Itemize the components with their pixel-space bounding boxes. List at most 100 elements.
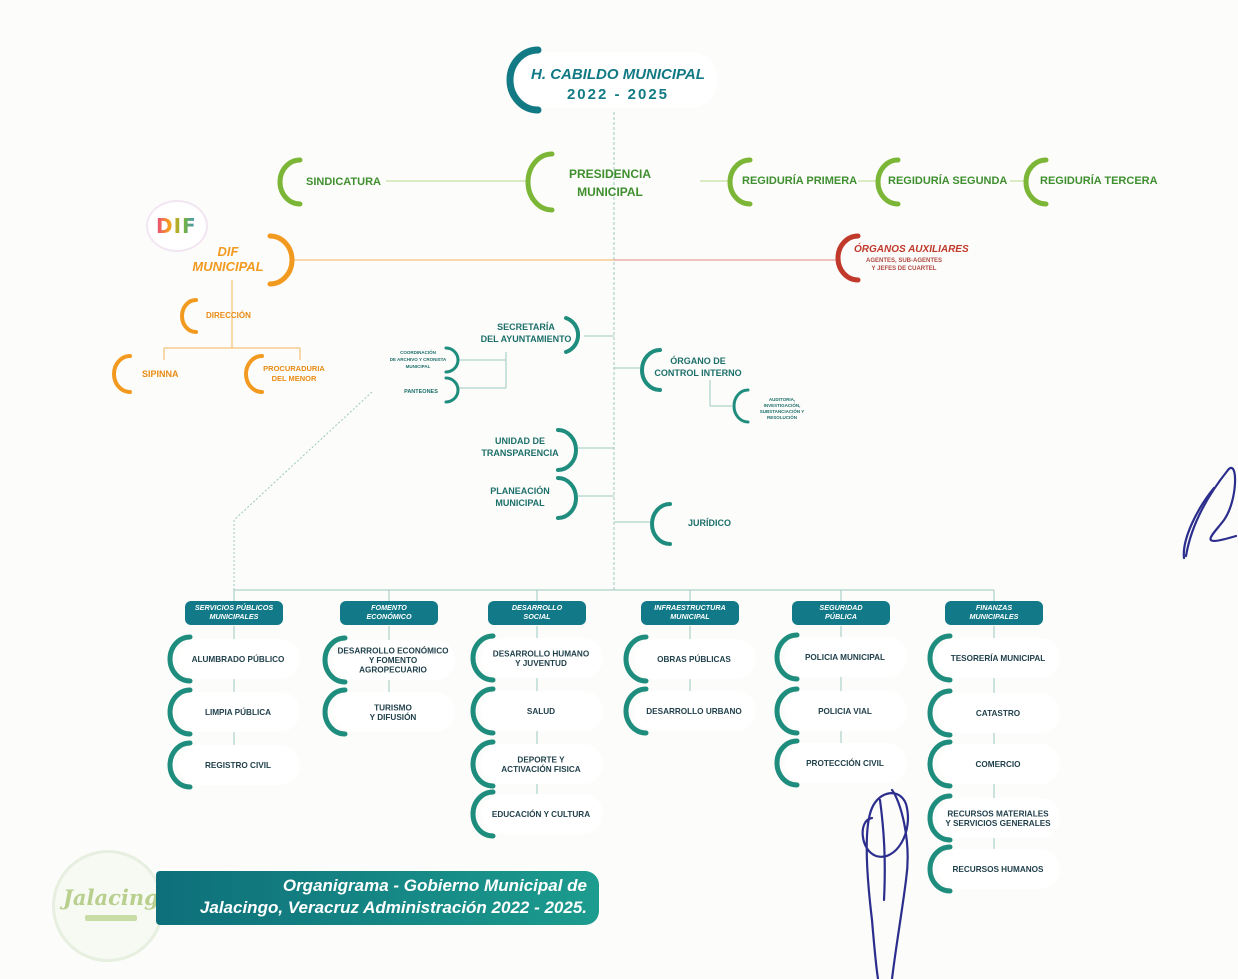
department-item-arc: [774, 632, 800, 682]
department-item-arc: [167, 634, 193, 684]
department-header-bg: [185, 601, 283, 625]
department-item-bg: [481, 744, 603, 784]
node-control-interno: ÓRGANO DE CONTROL INTERNO: [640, 348, 742, 392]
department-item-bg: [178, 692, 300, 732]
node-organos-auxiliares: ÓRGANOS AUXILIARES AGENTES, SUB-AGENTES …: [835, 233, 969, 283]
department-item-arc: [470, 739, 496, 789]
department-header-label: PÚBLICA: [825, 612, 857, 621]
planeacion-line1: PLANEACIÓN: [490, 485, 550, 496]
department-item: TESORERÍA MUNICIPAL: [927, 633, 1060, 683]
transparencia-line1: UNIDAD DE: [495, 436, 545, 446]
department-item-bg: [785, 637, 907, 677]
department-item-arc: [322, 635, 348, 685]
panteones-label: PANTEONES: [404, 389, 438, 395]
cabildo-title: H. CABILDO MUNICIPAL: [531, 66, 705, 83]
node-regiduria-1: REGIDURÍA PRIMERA: [727, 157, 857, 207]
procuraduria-line2: DEL MENOR: [272, 374, 317, 383]
department-item: COMERCIO: [927, 739, 1060, 789]
department-item-bg: [333, 692, 455, 732]
node-juridico: JURÍDICO: [650, 502, 731, 546]
department-item-bg: [178, 745, 300, 785]
department-header-label: INFRAESTRUCTURA: [654, 603, 725, 612]
department-item-bg: [481, 691, 603, 731]
department-item-arc: [470, 686, 496, 736]
department-item-bg: [481, 794, 603, 834]
dif-logo-text: DIF: [156, 214, 197, 238]
transparencia-line2: TRANSPARENCIA: [481, 448, 559, 458]
department-item-bg: [634, 639, 756, 679]
secretaria-line2: DEL AYUNTAMIENTO: [481, 334, 572, 344]
department-item-label: SALUD: [527, 707, 555, 716]
department-item-arc: [167, 687, 193, 737]
department-item-bg: [481, 638, 603, 678]
department-item-arc: [927, 688, 953, 738]
department-item: ALUMBRADO PÚBLICO: [167, 634, 300, 684]
department-item-arc: [470, 633, 496, 683]
secretaria-line1: SECRETARÍA: [497, 322, 555, 332]
auditoria-line2: INVESTIGACIÓN,: [764, 401, 801, 408]
department-item-label: DESARROLLO HUMANO: [493, 649, 590, 658]
department-item-arc: [623, 634, 649, 684]
department-item-bg: [938, 744, 1060, 784]
node-planeacion: PLANEACIÓN MUNICIPAL: [490, 476, 578, 520]
regiduria-1-label: REGIDURÍA PRIMERA: [742, 174, 857, 187]
department-header-bg: [945, 601, 1043, 625]
node-regiduria-3: REGIDURÍA TERCERA: [1023, 157, 1158, 207]
department-item: EDUCACIÓN Y CULTURA: [470, 789, 603, 839]
department-header-label: MUNICIPALES: [970, 612, 1019, 621]
department-item-arc: [322, 687, 348, 737]
node-sipinna: SIPINNA: [112, 354, 179, 394]
auditoria-line1: AUDITORIA,: [769, 397, 795, 402]
node-secretaria: SECRETARÍA DEL AYUNTAMIENTO: [481, 316, 581, 354]
department-item-label: RECURSOS HUMANOS: [953, 865, 1045, 874]
department-item: POLICIA MUNICIPAL: [774, 632, 907, 682]
department-item: REGISTRO CIVIL: [167, 740, 300, 790]
department-item-bg: [178, 639, 300, 679]
presidencia-line1: PRESIDENCIA: [569, 167, 651, 181]
department-header-bg: [340, 601, 438, 625]
department-item-label: OBRAS PÚBLICAS: [657, 653, 731, 664]
coordinacion-line1: COORDINACIÓN: [400, 348, 436, 355]
node-presidencia: PRESIDENCIA MUNICIPAL: [525, 151, 651, 213]
department-item-label: ACTIVACIÓN FISICA: [501, 763, 581, 774]
department-header-label: MUNICIPAL: [670, 612, 709, 621]
department-item: PROTECCIÓN CIVIL: [774, 738, 907, 788]
department-item: SALUD: [470, 686, 603, 736]
dif-line1: DIF: [218, 244, 240, 259]
department-header-label: MUNICIPALES: [210, 612, 259, 621]
node-auditoria: AUDITORIA, INVESTIGACIÓN, SUBSTANCIACIÓN…: [732, 388, 804, 424]
department-item-label: AGROPECUARIO: [359, 666, 427, 675]
cabildo-years: 2022 - 2025: [567, 86, 669, 103]
department-header-label: FINANZAS: [976, 603, 1013, 612]
department-item-bg: [938, 638, 1060, 678]
coordinacion-line2: DE ARCHIVO Y CRONISTA: [390, 357, 447, 362]
regiduria-2-label: REGIDURÍA SEGUNDA: [888, 174, 1007, 187]
department-header-bg: [792, 601, 890, 625]
node-procuraduria: PROCURADURIA DEL MENOR: [244, 354, 325, 394]
organos-title: ÓRGANOS AUXILIARES: [854, 242, 969, 255]
jalacingo-logo: Jalacingo: [52, 850, 173, 962]
department-item-arc: [774, 738, 800, 788]
direccion-label: DIRECCIÓN: [206, 311, 251, 320]
department-item-bg: [333, 640, 455, 680]
control-line2: CONTROL INTERNO: [654, 368, 741, 378]
department-header-label: ECONÓMICO: [366, 612, 412, 621]
auditoria-line4: RESOLUCIÓN: [767, 413, 797, 420]
node-regiduria-2: REGIDURÍA SEGUNDA: [875, 157, 1007, 207]
department-item-arc: [927, 793, 953, 843]
department-item: OBRAS PÚBLICAS: [623, 634, 756, 684]
department-item-label: TESORERÍA MUNICIPAL: [951, 653, 1046, 663]
department-item-arc: [927, 739, 953, 789]
department-item-label: LIMPIA PÚBLICA: [205, 706, 271, 717]
department-item: POLICIA VIAL: [774, 686, 907, 736]
department-header-bg: [488, 601, 586, 625]
department-item-bg: [785, 743, 907, 783]
node-sindicatura: SINDICATURA: [277, 157, 381, 207]
